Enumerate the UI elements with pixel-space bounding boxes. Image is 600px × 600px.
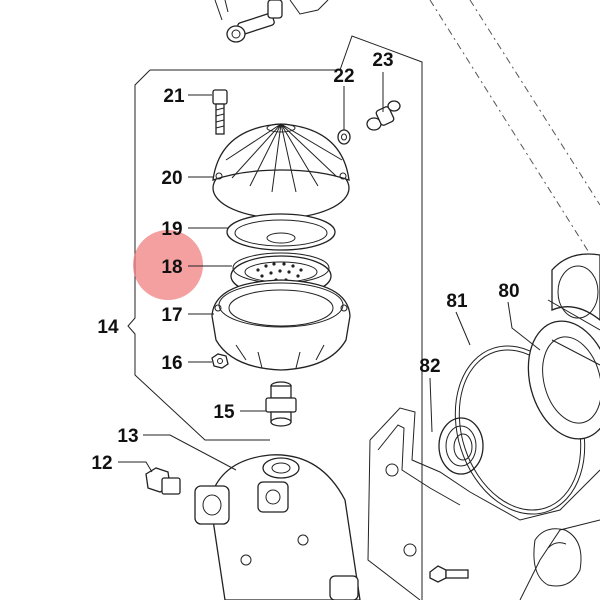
part-19-seal-ring [226, 213, 336, 251]
label-17: 17 [161, 305, 182, 326]
label-16: 16 [161, 353, 182, 374]
part-12-plug [145, 467, 181, 495]
label-19: 19 [161, 219, 182, 240]
label-80: 80 [498, 281, 519, 302]
part-17-base-housing [211, 279, 351, 371]
part-23-fitting [366, 100, 401, 131]
label-14: 14 [97, 317, 119, 338]
label-22: 22 [333, 66, 354, 87]
center-line-far-right [469, 0, 600, 206]
label-15: 15 [213, 402, 235, 423]
label-13: 13 [117, 426, 138, 447]
label-18: 18 [161, 257, 182, 278]
part-16-nut [211, 353, 229, 369]
top-bolt-fragment [214, 0, 329, 43]
part-15-hex-nipple [265, 381, 297, 427]
part-20-dome-cover [212, 123, 350, 219]
part-22-washer [337, 129, 351, 145]
part-80-flange [527, 253, 600, 440]
center-line-right [429, 0, 600, 271]
group-bracket-top [150, 35, 423, 600]
label-23: 23 [372, 50, 393, 71]
part-21-bolt [212, 89, 228, 135]
label-12: 12 [91, 453, 112, 474]
label-81: 81 [446, 291, 468, 312]
label-20: 20 [161, 168, 182, 189]
highlight-marker [133, 230, 203, 300]
label-21: 21 [163, 86, 185, 107]
part-82-shaft-seal [438, 417, 484, 475]
label-82: 82 [419, 356, 440, 377]
group-bracket-left [127, 69, 270, 441]
mounting-plate [367, 407, 600, 600]
part-13-manifold [194, 454, 361, 600]
leader-lines [118, 72, 541, 473]
